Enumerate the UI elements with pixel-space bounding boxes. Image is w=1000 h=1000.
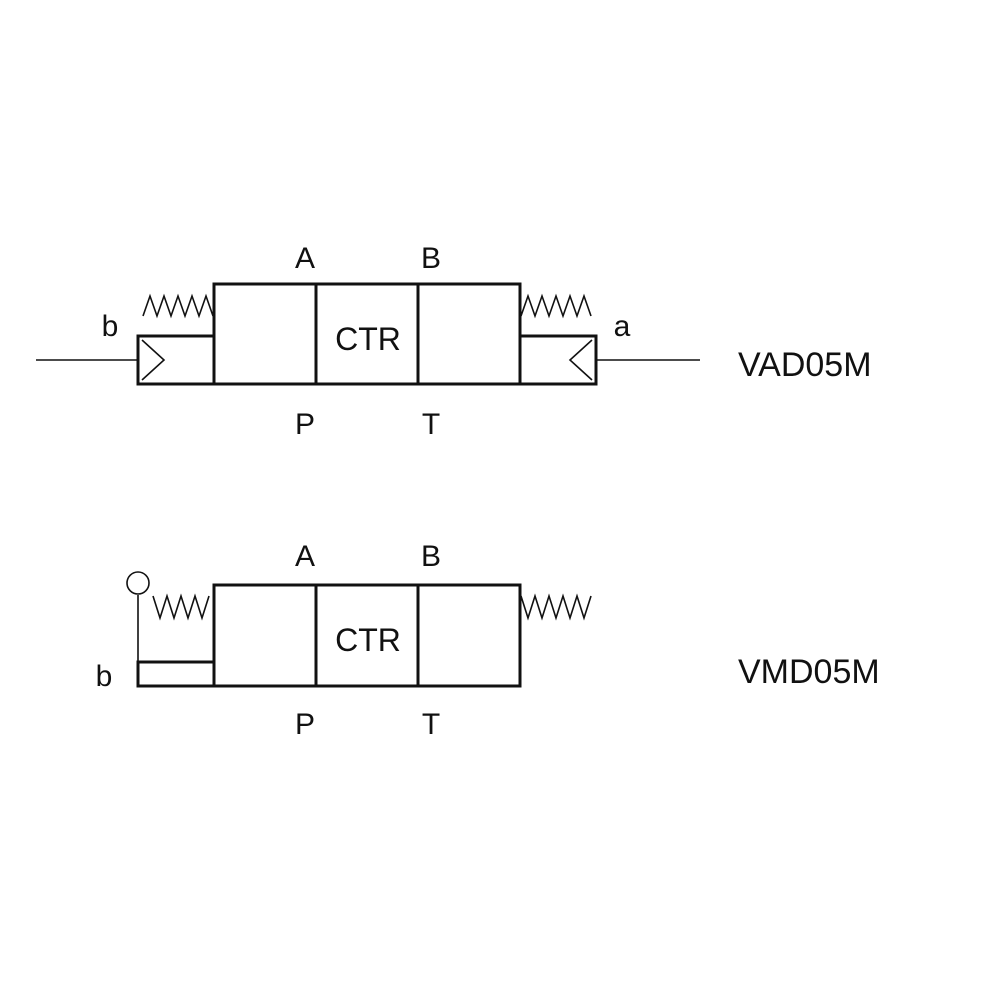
spring-right-icon <box>520 293 592 319</box>
spring-left-icon <box>142 293 214 319</box>
right-actuator-box <box>518 334 598 386</box>
port-t-label: T <box>422 708 440 741</box>
center-position-label: CTR <box>335 321 401 357</box>
port-b-label: B <box>421 242 441 275</box>
lever-knob-icon <box>126 571 150 595</box>
spring-left-icon <box>152 593 210 621</box>
center-position-label: CTR <box>335 622 401 658</box>
port-t-label: T <box>422 408 440 441</box>
port-p-label: P <box>295 408 315 441</box>
lever-actuator-box <box>136 660 216 688</box>
valve-vad05m: A B P T CTR b a VAD05M <box>36 242 872 441</box>
port-p-label: P <box>295 708 315 741</box>
actuator-b-label: b <box>96 660 113 693</box>
model-code-label: VMD05M <box>738 653 880 691</box>
port-a-label: A <box>295 242 315 275</box>
left-actuator-box <box>136 334 216 386</box>
port-b-label: B <box>421 540 441 573</box>
model-code-label: VAD05M <box>738 346 872 384</box>
port-a-label: A <box>295 540 315 573</box>
valve-body <box>212 583 522 688</box>
valve-body <box>212 282 522 386</box>
pilot-arrow-right-icon <box>568 339 593 381</box>
actuator-a-label: a <box>614 310 631 343</box>
pilot-arrow-left-icon <box>141 339 166 381</box>
spring-right-icon <box>520 593 592 621</box>
actuator-b-label: b <box>102 310 119 343</box>
valve-vmd05m: A B P T CTR b VMD05M <box>96 540 880 741</box>
